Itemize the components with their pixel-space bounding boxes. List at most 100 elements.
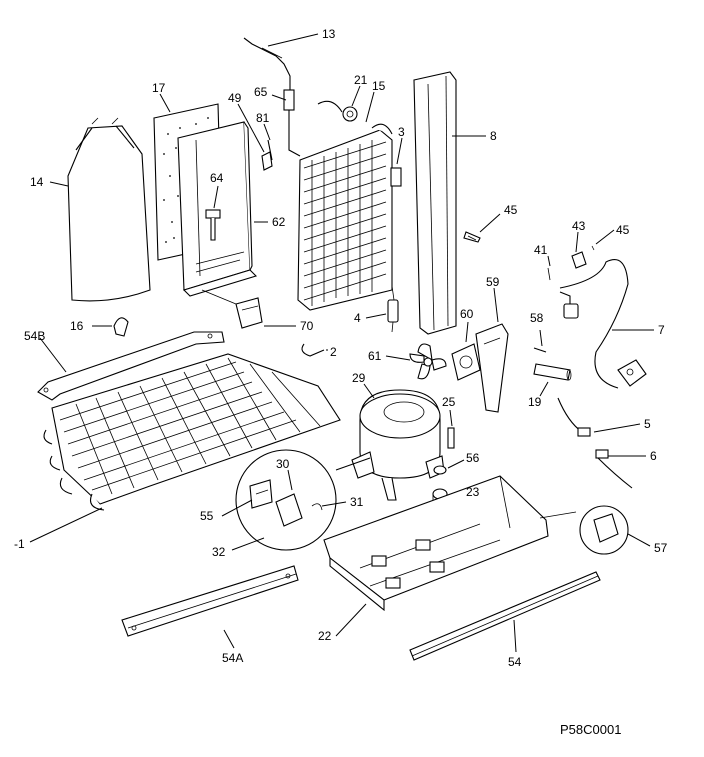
fan-motor-part [451,343,481,381]
leader-54a [223,629,235,649]
callout-60: 60 [460,307,474,321]
leader-49 [237,103,265,153]
leader-59 [493,287,499,323]
front-trim-54a-part [121,565,299,637]
callout-54: 54 [508,655,522,669]
leader-4 [365,313,387,319]
retainer-hook-part [301,343,325,357]
base-pan-part [323,475,577,612]
leader-31 [321,501,347,507]
evaporator-coil-part [297,123,393,311]
leader-64 [213,185,219,209]
callout-14: 14 [30,175,44,189]
callout-41: 41 [534,243,548,257]
leader-45-clip [595,229,615,245]
heater-shroud-part [67,117,151,302]
leader-1 [29,507,103,543]
condenser-part [43,353,341,511]
motor-bracket-part [475,323,509,413]
bracket-54b-part [37,331,225,401]
callout-54a: 54A [222,651,243,665]
callout-4: 4 [354,311,361,325]
callout-25: 25 [442,395,456,409]
leader-25 [449,409,453,427]
screw-58-part [533,347,547,353]
leader-56 [447,459,465,469]
leader-60 [465,321,469,343]
leader-61 [385,355,411,361]
callout-19: 19 [528,395,542,409]
callout-2: 2 [330,345,337,359]
callout-29: 29 [352,371,366,385]
callout-8: 8 [490,129,497,143]
callout-49: 49 [228,91,242,105]
relay-detail-inset [235,449,337,551]
leader-32 [231,537,265,551]
wire-lead-6-part [595,449,633,489]
callout-43: 43 [572,219,586,233]
callout-3: 3 [398,125,405,139]
callout-61: 61 [368,349,382,363]
leader-45-screw [479,213,501,233]
callout-55: 55 [200,509,214,523]
callout-62: 62 [272,215,286,229]
callout-16: 16 [70,319,84,333]
callout-30: 30 [276,457,290,471]
thermostat-part [201,289,263,329]
drier-fitting-part [283,89,301,157]
leader-5 [593,423,641,433]
leader-17 [159,93,171,113]
leader-22 [335,603,367,637]
leader-29 [363,383,375,399]
callout-81: 81 [256,111,270,125]
leader-19 [539,381,549,397]
leader-57 [627,533,651,547]
callout-59: 59 [486,275,500,289]
leader-81 [263,123,271,141]
sensor-part [317,100,358,122]
leader-41 [547,255,551,267]
callout-22: 22 [318,629,332,643]
clamp-clip-part [113,317,129,337]
leader-65 [271,94,287,101]
bolt-part [205,209,221,241]
callout-58: 58 [530,311,544,325]
leader-30 [287,469,293,491]
wiring-harness-part [559,259,647,389]
leader-54b [39,337,67,373]
callout-23: 23 [466,485,480,499]
callout-31: 31 [350,495,364,509]
callout-32: 32 [212,545,226,559]
connector-part [547,245,595,281]
callout-15: 15 [372,79,386,93]
fan-blade-part [409,343,447,380]
leader-54 [513,619,517,653]
callout-56: 56 [466,451,480,465]
leader-58 [539,329,543,347]
callout-54b: 54B [24,329,45,343]
callout-45-screw: 45 [504,203,518,217]
callout-17: 17 [152,81,166,95]
fitting-57-part [579,505,629,555]
leader-43 [575,231,579,253]
callout-1: -1 [14,537,25,551]
callout-5: 5 [644,417,651,431]
callout-45-clip: 45 [616,223,630,237]
leader-15 [365,91,375,123]
callout-21: 21 [354,73,368,87]
grommet-56-part [433,465,447,475]
liner-box-part [177,121,258,297]
screw-81-part [267,139,273,161]
capillary-tube-part [243,37,291,90]
drawing-code: P58C0001 [560,722,621,737]
callout-64: 64 [210,171,224,185]
channel-duct-part [413,71,457,335]
leader-3 [396,137,403,165]
trim-54-part [409,571,601,661]
mounting-bolt-part [447,427,455,449]
defrost-sensor-part [387,285,399,333]
wire-lead-5-part [557,397,591,437]
compressor-part [351,389,445,501]
callout-70: 70 [300,319,314,333]
